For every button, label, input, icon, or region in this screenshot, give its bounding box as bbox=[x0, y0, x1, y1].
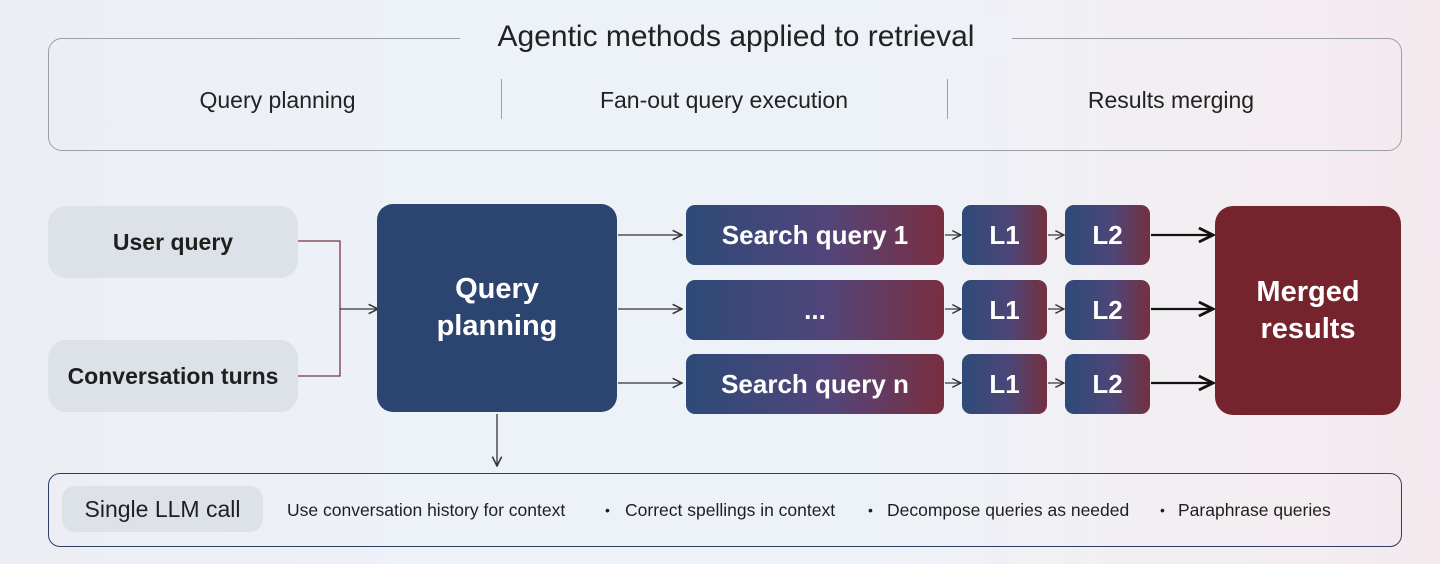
stage-results-merging: Results merging bbox=[1087, 87, 1255, 113]
stage-divider bbox=[501, 79, 503, 119]
conversation-turns-box: Conversation turns bbox=[48, 340, 298, 412]
merged-results-line1: Merged bbox=[1256, 275, 1360, 308]
user-query-connector bbox=[298, 240, 341, 377]
feature-correct-spellings: Correct spellings in context bbox=[625, 500, 836, 520]
search-query-1-box: Search query 1 bbox=[686, 205, 944, 265]
query-planning-line2: planning bbox=[436, 310, 558, 342]
single-llm-call-label: Single LLM call bbox=[62, 486, 263, 532]
bullet-separator: • bbox=[1160, 502, 1165, 518]
search-query-n-box: Search query n bbox=[686, 354, 944, 414]
l1-box: L1 bbox=[962, 205, 1047, 265]
search-query-ellipsis-box: ... bbox=[686, 280, 944, 340]
l2-box: L2 bbox=[1065, 205, 1150, 265]
feature-conversation-history: Use conversation history for context bbox=[287, 500, 566, 520]
bullet-separator: • bbox=[605, 502, 610, 518]
bullet-separator: • bbox=[868, 502, 873, 518]
stage-query-planning: Query planning bbox=[199, 87, 356, 113]
feature-paraphrase-queries: Paraphrase queries bbox=[1178, 500, 1331, 520]
query-planning-box: Query planning bbox=[377, 204, 617, 412]
l2-box: L2 bbox=[1065, 354, 1150, 414]
stage-divider bbox=[947, 79, 949, 119]
merged-results-line2: results bbox=[1260, 312, 1356, 345]
stage-fan-out: Fan-out query execution bbox=[599, 87, 849, 113]
l1-box: L1 bbox=[962, 280, 1047, 340]
llm-call-panel bbox=[48, 473, 1402, 547]
l2-box: L2 bbox=[1065, 280, 1150, 340]
feature-decompose-queries: Decompose queries as needed bbox=[887, 500, 1130, 520]
query-planning-line1: Query bbox=[455, 273, 539, 305]
panel-title: Agentic methods applied to retrieval bbox=[460, 18, 1012, 56]
user-query-box: User query bbox=[48, 206, 298, 278]
merged-results-box: Merged results bbox=[1215, 206, 1401, 415]
l1-box: L1 bbox=[962, 354, 1047, 414]
